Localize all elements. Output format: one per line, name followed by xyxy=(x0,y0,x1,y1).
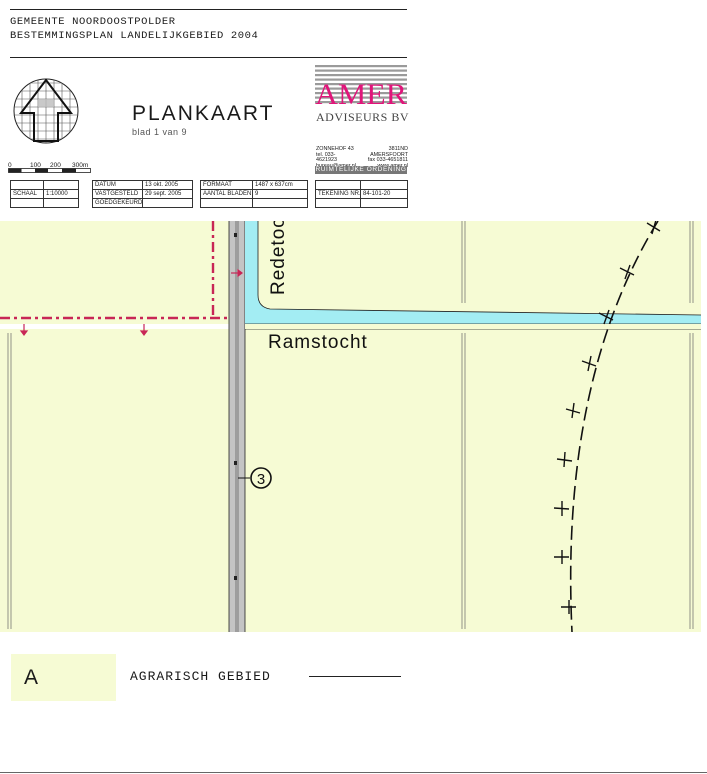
address-fax: fax 033-4651811 xyxy=(367,157,408,164)
address-website: www.amer.nl xyxy=(356,163,408,170)
date-key: DATUM xyxy=(93,181,143,189)
dashed-line-feature xyxy=(569,221,659,632)
parcel-southwest xyxy=(0,329,229,632)
sheet-subtitle: blad 1 van 9 xyxy=(132,127,188,137)
date-value: 13 okt. 2005 xyxy=(145,182,179,188)
footer-rule xyxy=(0,772,707,773)
scale-label-200: 200 xyxy=(50,162,61,169)
address-email: bureau@amer.nl xyxy=(316,163,356,170)
municipality-name: GEMEENTE NOORDOOSTPOLDER xyxy=(10,16,176,28)
company-address: ZONNEHOF 43 tel. 033-4621923 bureau@amer… xyxy=(316,146,408,170)
scale-label-0: 0 xyxy=(8,162,12,169)
parcel-northwest xyxy=(0,221,229,324)
amer-logo-text: AMER xyxy=(315,78,407,111)
approved-value xyxy=(143,199,147,207)
marker-label: 3 xyxy=(257,471,265,488)
legend-label: AGRARISCH GEBIED xyxy=(130,669,271,684)
approved-key: GOEDGEKEURD xyxy=(95,199,143,207)
parcel-east xyxy=(245,221,701,632)
format-value: 1487 x 637cm xyxy=(255,182,293,188)
scale-value: 1:10000 xyxy=(46,191,68,197)
scale-label-100: 100 xyxy=(30,162,41,169)
legend-code: A xyxy=(24,666,39,689)
sheet-title: PLANKAART xyxy=(132,102,275,125)
map-margin xyxy=(701,221,707,632)
marker-circle xyxy=(250,467,272,489)
scale-key: SCHAAL xyxy=(11,190,44,198)
amer-logo: AMER xyxy=(315,65,407,111)
adopted-key: VASTGESTELD xyxy=(93,190,143,198)
canal-redetocht xyxy=(245,221,701,324)
plan-name: BESTEMMINGSPLAN LANDELIJKGEBIED 2004 xyxy=(10,30,259,42)
header-top-rule xyxy=(10,9,407,10)
road-label-redetocht: Redetocht xyxy=(268,221,289,295)
scale-bar xyxy=(8,168,91,173)
scale-label-300m: 300m xyxy=(72,162,89,169)
format-key: FORMAAT xyxy=(201,181,253,189)
sheets-key: AANTAL BLADEN xyxy=(203,190,253,198)
legend-swatch xyxy=(11,654,116,701)
adopted-value: 29 sept. 2005 xyxy=(145,191,182,197)
legend-rule xyxy=(309,676,401,677)
plan-map: Redetocht Ramstocht 3 xyxy=(0,221,707,632)
drawing-number-table: TEKENING NR.84-101-20 xyxy=(315,180,408,208)
north-arrow-icon xyxy=(13,78,79,144)
address-phone: tel. 033-4621923 xyxy=(316,151,337,164)
drawing-number-key: TEKENING NR. xyxy=(318,190,361,198)
company-subtitle: ADVISEURS BV xyxy=(316,110,410,124)
address-city: 3811ND AMERSFOORT xyxy=(370,146,408,158)
main-road xyxy=(229,221,245,632)
header-mid-rule xyxy=(10,57,407,58)
plan-boundary xyxy=(0,221,229,320)
drawing-number-value: 84-101-20 xyxy=(363,191,391,197)
address-street: ZONNEHOF 43 xyxy=(316,146,354,152)
department-banner: RUIMTELIJKE ORDENING xyxy=(315,166,407,174)
sheets-value: 9 xyxy=(255,191,259,197)
road-label-ramstocht: Ramstocht xyxy=(268,332,368,353)
